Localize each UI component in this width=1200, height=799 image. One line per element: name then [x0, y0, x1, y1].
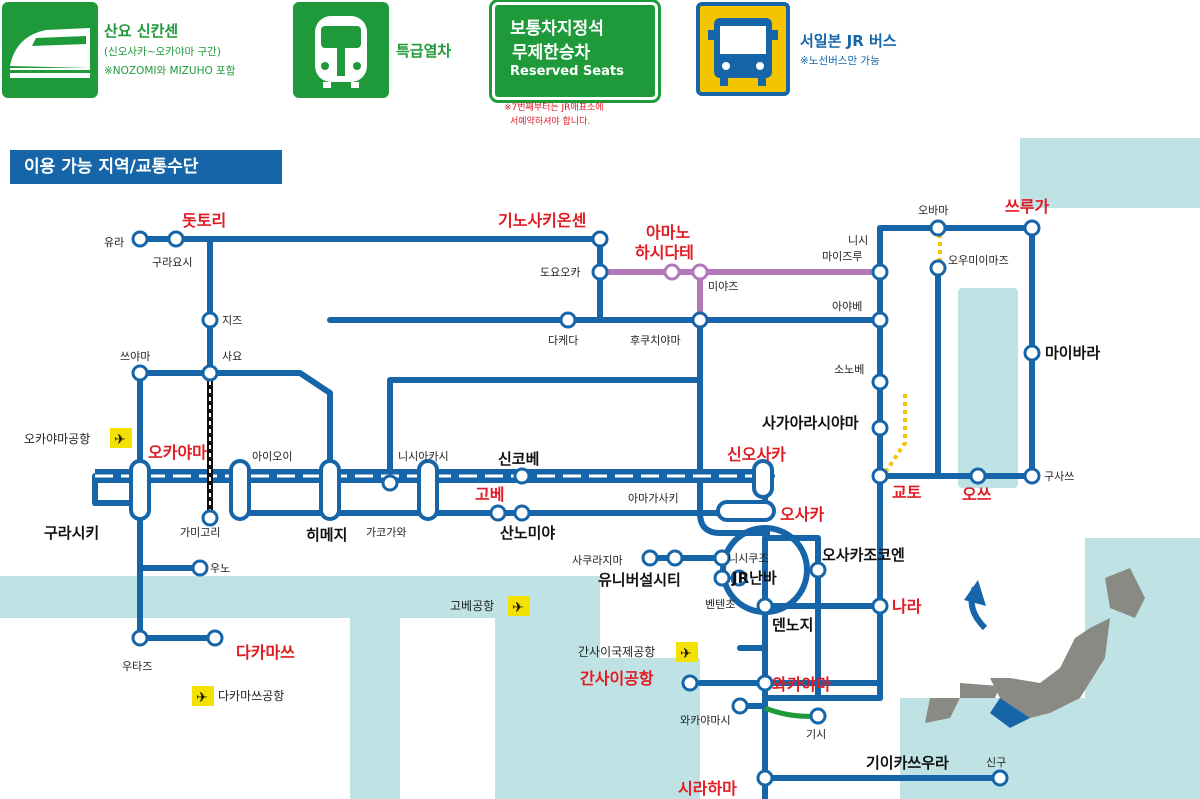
japan-inset-map — [925, 568, 1145, 728]
label-takamatsu: 다카마쓰 — [236, 643, 295, 662]
label-sakurajima: 사쿠라지마 — [572, 554, 623, 567]
label-takamatsu-airport: 다카마쓰공항 — [218, 689, 284, 703]
label-bentencho: 벤텐초 — [705, 598, 735, 611]
label-toyooka: 도요오카 — [540, 266, 580, 279]
label-shingu: 신구 — [986, 756, 1006, 769]
sea-east — [1085, 538, 1200, 799]
label-kakogawa: 가코가와 — [366, 526, 406, 539]
label-jr-namba: JR난바 — [731, 569, 777, 587]
label-tennoji: 덴노지 — [772, 616, 813, 634]
land-awaji2 — [400, 618, 495, 799]
label-amagasaki: 아마가사키 — [628, 492, 679, 505]
sea-strip — [0, 576, 400, 618]
label-kyoto: 교토 — [892, 483, 922, 502]
label-osakajokoen: 오사카조코엔 — [822, 546, 905, 564]
sea-kii — [570, 658, 700, 799]
label-amanohashidate-1: 아마노 — [646, 223, 690, 242]
svg-text:✈: ✈ — [512, 600, 524, 616]
label-kishi: 기시 — [806, 728, 826, 741]
label-okayama-airport: 오카야마공항 — [24, 432, 90, 446]
label-maibara: 마이바라 — [1045, 344, 1100, 362]
legend: 산요 신칸센 (신오사카~오카야마 구간) ※NOZOMI와 MIZUHO 포함… — [0, 0, 1200, 138]
label-nishikujo: 니시쿠조 — [728, 552, 768, 565]
label-chizu: 지즈 — [222, 314, 242, 327]
label-wakayama: 와카야마 — [772, 675, 831, 694]
legend-shinkansen-sub1: (신오사카~오카야마 구간) — [104, 46, 221, 58]
legend-bus-sub: ※노선버스만 가능 — [800, 55, 880, 67]
label-tsuruga: 쓰루가 — [1005, 197, 1049, 216]
label-otsu: 오쓰 — [962, 485, 992, 504]
label-tottori: 돗토리 — [182, 211, 226, 230]
label-kii-katsuura: 기이카쓰우라 — [866, 754, 949, 772]
label-uno: 우노 — [210, 562, 230, 575]
label-osaka: 오사카 — [780, 505, 824, 524]
express-train-icon — [293, 2, 389, 98]
lake-biwa — [958, 288, 1018, 488]
label-omi-imazu: 오우미이마즈 — [948, 254, 1009, 267]
label-kurayoshi: 구라요시 — [152, 256, 192, 269]
label-sagaarashiyama: 사가아라시야마 — [762, 414, 859, 432]
label-yura: 유라 — [104, 236, 124, 249]
label-nishimaizuru-2: 마이즈루 — [822, 250, 862, 263]
land-shikoku — [0, 618, 350, 799]
bus-icon — [696, 2, 790, 96]
legend-express-title: 특급열차 — [396, 42, 452, 60]
label-sannomiya: 산노미야 — [500, 524, 555, 542]
label-sonobe: 소노베 — [834, 363, 864, 376]
svg-text:✈: ✈ — [114, 432, 126, 448]
airport-icons: ✈ ✈ ✈ ✈ — [110, 428, 698, 706]
label-kamigori: 가미고리 — [180, 526, 220, 539]
legend-reserved-note1: ※7번째부터는 JR매표소에 — [504, 103, 604, 113]
label-amanohashidate-2: 하시다테 — [635, 243, 694, 262]
label-fukuchiyama: 후쿠치야마 — [630, 334, 681, 347]
map-title: 이용 가능 지역/교통수단 — [10, 150, 282, 184]
shinkansen-stations — [129, 459, 776, 522]
label-obama: 오바마 — [918, 204, 948, 217]
label-wakayamashi: 와카야마시 — [680, 714, 731, 727]
label-nishimaizuru-1: 니시 — [848, 234, 868, 247]
legend-shinkansen-title: 산요 신칸센 — [104, 22, 179, 40]
label-shinkobe: 신코베 — [498, 450, 539, 468]
label-shirahama: 시라하마 — [678, 779, 737, 798]
route-map: ✈ ✈ ✈ ✈ 돗토리 기노사키온센 아마노 하시다테 쓰루가 오카야마 신오사… — [0, 138, 1200, 799]
legend-reserved-note2: 서예약하셔야 합니다. — [510, 117, 591, 127]
label-himeji: 히메지 — [306, 526, 347, 544]
label-nara: 나라 — [892, 597, 922, 616]
label-utazu: 우타즈 — [122, 660, 152, 673]
label-kobe: 고베 — [475, 485, 504, 504]
station-dots — [131, 219, 1041, 787]
label-tsuyama: 쓰야마 — [120, 350, 150, 363]
legend-reserved-line1: 보통차지정석 — [510, 19, 604, 39]
label-nishiakashi: 니시아카시 — [398, 450, 449, 463]
reserved-seats-sign — [492, 2, 658, 100]
label-kansai-airport: 간사이공항 — [580, 669, 654, 688]
label-ayabe: 아야베 — [832, 300, 862, 313]
label-kurashiki: 구라시키 — [44, 524, 99, 542]
legend-bus-title: 서일본 JR 버스 — [800, 32, 897, 50]
label-kusatsu: 구사쓰 — [1044, 470, 1074, 483]
label-miyazu: 미야즈 — [708, 280, 738, 293]
label-kobe-airport: 고베공항 — [450, 599, 494, 613]
label-okayama: 오카야마 — [148, 443, 207, 462]
land-osaka — [600, 578, 730, 618]
legend-reserved-line3: Reserved Seats — [510, 64, 624, 79]
label-takeda: 다케다 — [548, 334, 578, 347]
label-sayo: 사요 — [222, 350, 242, 363]
bus-route-kyoto — [883, 394, 907, 475]
shinkansen-icon — [2, 2, 98, 98]
label-aioi: 아이오이 — [252, 450, 292, 463]
svg-text:✈: ✈ — [196, 690, 208, 706]
label-kinosaki: 기노사키온센 — [498, 211, 586, 230]
legend-shinkansen-sub2: ※NOZOMI와 MIZUHO 포함 — [104, 65, 236, 77]
label-universal-city: 유니버설시티 — [598, 571, 681, 589]
legend-reserved-line2: 무제한승차 — [512, 43, 591, 63]
svg-text:✈: ✈ — [680, 646, 692, 662]
label-shinosaka: 신오사카 — [727, 445, 786, 464]
label-kansai-intl-airport: 간사이국제공항 — [578, 645, 655, 659]
